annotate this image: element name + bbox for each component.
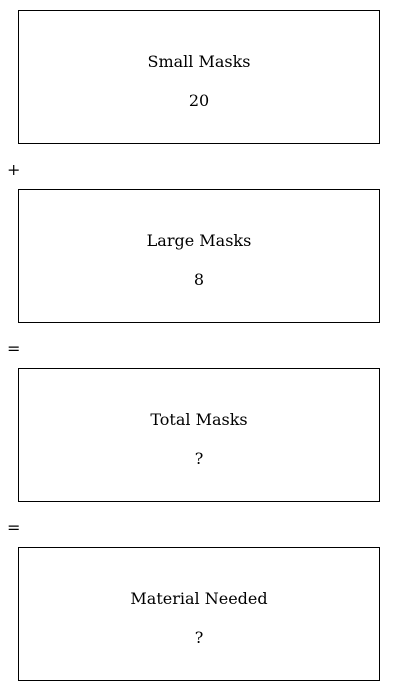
box-value: ? [194,628,204,647]
large-masks-box: Large Masks 8 [18,189,380,323]
box-title: Material Needed [130,589,268,608]
box-title: Total Masks [150,410,248,429]
box-value: ? [194,449,204,468]
equals-operator: = [7,518,21,537]
small-masks-box: Small Masks 20 [18,10,380,144]
box-value: 20 [188,91,210,110]
plus-operator: + [7,160,21,179]
material-needed-box: Material Needed ? [18,547,380,681]
box-title: Small Masks [147,52,251,71]
equals-operator: = [7,339,21,358]
box-value: 8 [193,270,205,289]
box-title: Large Masks [146,231,252,250]
total-masks-box: Total Masks ? [18,368,380,502]
